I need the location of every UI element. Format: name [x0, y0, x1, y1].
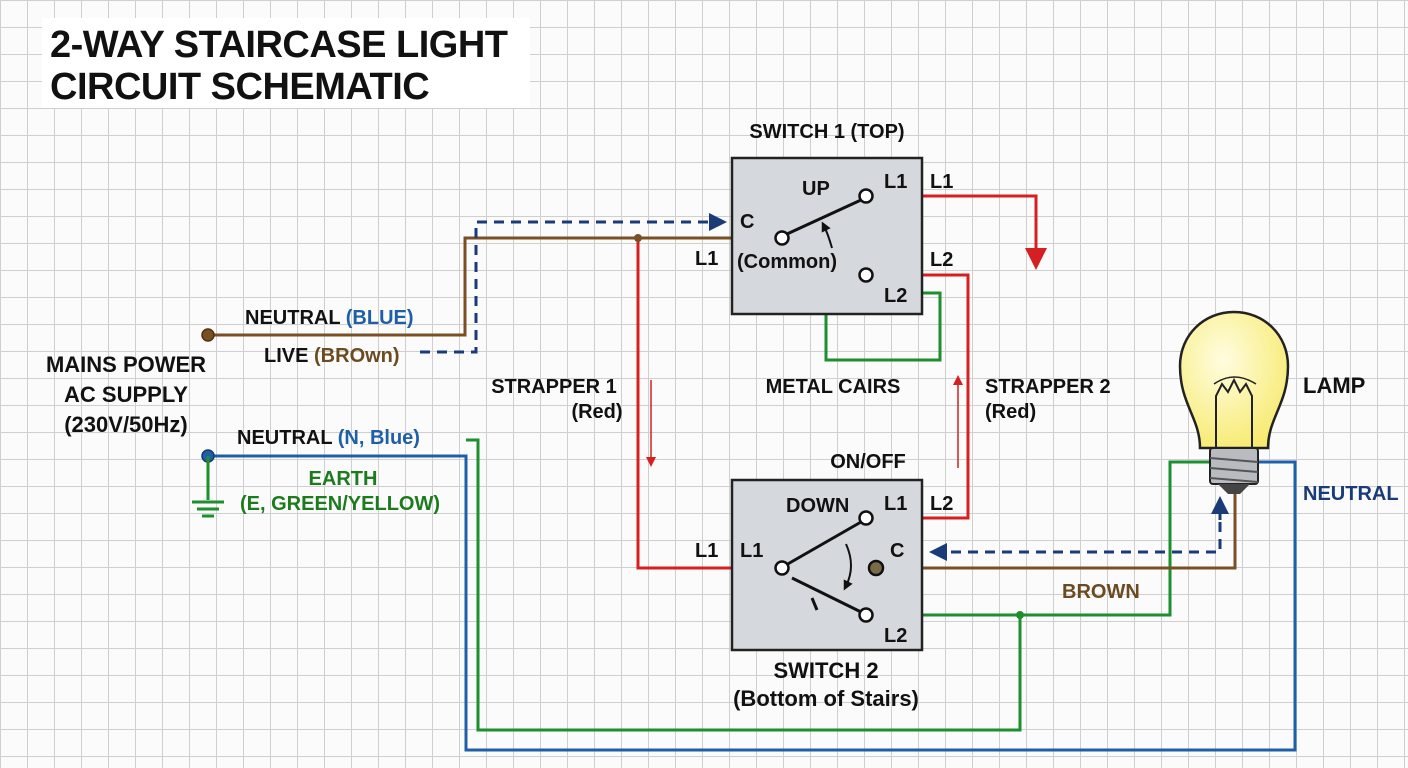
switch-1-outer-l1-right: L1	[930, 171, 953, 193]
neutral-wire-label-text: NEUTRAL	[245, 307, 346, 329]
live-terminal-dot	[201, 328, 215, 342]
switch-1-terminal-l2	[858, 267, 874, 283]
neutral-2-wire-label: NEUTRAL (N, Blue)	[237, 427, 420, 449]
switch-1-title: SWITCH 1 (TOP)	[749, 121, 904, 143]
switch-2-terminal-l2	[858, 607, 874, 623]
diagram-title-line-2: CIRCUIT SCHEMATIC	[50, 66, 430, 108]
switched-flow-dashed-line	[929, 505, 1222, 561]
switch-1-c-label: C	[740, 211, 754, 233]
switch-1-pivot-arrow	[821, 221, 833, 249]
switch-2-lever-alt	[791, 576, 862, 614]
switch-1-position-label: UP	[802, 178, 830, 200]
switch-1: SWITCH 1 (TOP) UP C (Common) L1 L2 L1 L1…	[695, 121, 953, 316]
lamp-tip	[1218, 484, 1250, 494]
lamp-thread	[1209, 467, 1259, 473]
switch-2-terminal-l1-top	[858, 510, 874, 526]
supply-title-line-2: AC SUPPLY	[64, 382, 188, 407]
switch-2-pivot-arrow	[843, 543, 853, 591]
switch-1-lever	[786, 198, 862, 236]
lamp-thread	[1209, 477, 1259, 483]
live-flow-dashed-line	[420, 213, 727, 354]
switch-2-subtitle: (Bottom of Stairs)	[733, 686, 919, 711]
strapper-1-label: STRAPPER 1	[491, 376, 617, 398]
lamp-earth-wire	[1020, 460, 1215, 617]
switch-1-body	[730, 156, 924, 316]
live-wire-color: (BROwn)	[314, 345, 400, 367]
switch-2-state-label: ON/OFF	[830, 451, 906, 473]
switch-2-body	[730, 478, 924, 652]
supply-title-line-3: (230V/50Hz)	[64, 412, 188, 437]
lamp-filament-loop	[1213, 376, 1257, 385]
earth-wire	[466, 438, 1022, 732]
switch-2: ON/OFF DOWN L1 L2 C L1 L1 L2 SWITCH 2 (B…	[695, 451, 953, 711]
switch-1-l2-label: L2	[884, 285, 907, 307]
switch-1-terminal-c	[774, 230, 790, 246]
switch-1-outer-l1-left: L1	[695, 248, 718, 270]
switch-2-outer-l1-left: L1	[695, 540, 718, 562]
switch-1-outer-l2-right: L2	[930, 249, 953, 271]
switch-1-metal-loop	[824, 291, 942, 362]
junction-dot	[1016, 611, 1024, 619]
switched-live-wire	[876, 488, 1237, 570]
title-background	[42, 18, 530, 108]
switch-1-l1-label: L1	[884, 171, 907, 193]
earth-label: EARTH	[309, 468, 378, 490]
switch-2-terminal-l1	[774, 560, 790, 576]
switch-2-contact-mark	[810, 597, 819, 611]
switch-2-position-label: DOWN	[786, 495, 849, 517]
switch-2-terminal-c	[867, 559, 885, 577]
switch-2-outer-l2-right: L2	[930, 493, 953, 515]
live-wire-label: LIVE (BROwn)	[264, 345, 400, 367]
neutral-wire-color: (BLUE)	[346, 307, 414, 329]
lamp-label: LAMP	[1303, 373, 1365, 398]
switch-1-common-label: (Common)	[737, 251, 837, 273]
switch-2-c-label: C	[890, 540, 904, 562]
supply-title-line-1: MAINS POWER	[46, 352, 206, 377]
switch-2-l1-inner-label: L1	[740, 540, 763, 562]
neutral-wire-label: NEUTRAL (BLUE)	[245, 307, 414, 329]
neutral-2-color: (N, Blue)	[338, 427, 420, 449]
switch-2-title: SWITCH 2	[773, 658, 878, 683]
lamp-thread	[1209, 457, 1259, 463]
junction-dot	[634, 234, 642, 242]
switch-2-lever	[785, 520, 862, 567]
metal-cairs-label: METAL CAIRS	[766, 376, 901, 398]
neutral-2-label-text: NEUTRAL	[237, 427, 338, 449]
brown-wire-label: BROWN	[1062, 581, 1140, 603]
diagram-title-line-1: 2-WAY STAIRCASE LIGHT	[50, 24, 508, 66]
lamp-filament	[1215, 377, 1253, 448]
earth-color-label: (E, GREEN/YELLOW)	[240, 493, 440, 515]
lamp-bulb-icon	[1178, 310, 1290, 494]
strapper-2-color: (Red)	[985, 401, 1036, 423]
live-wire	[208, 236, 782, 337]
neutral-wire	[208, 454, 1297, 752]
lamp-neutral-label: NEUTRAL	[1303, 483, 1399, 505]
live-wire-label-text: LIVE	[264, 345, 314, 367]
switch-1-terminal-l1	[858, 188, 874, 204]
strapper-1-color: (Red)	[571, 401, 622, 423]
switch-2-l1-label: L1	[884, 493, 907, 515]
earth-ground-icon	[192, 456, 224, 518]
switch-2-l2-label: L2	[884, 625, 907, 647]
strapper-2-label: STRAPPER 2	[985, 376, 1111, 398]
